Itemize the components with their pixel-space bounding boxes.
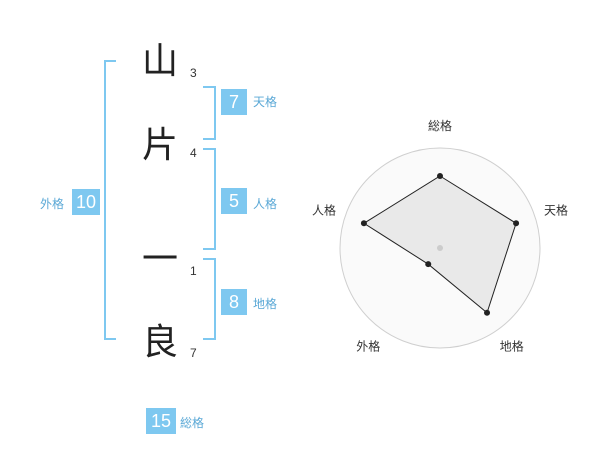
chikaku-bracket	[203, 258, 216, 340]
name-char-3: 一	[141, 239, 178, 280]
radar-axis-label-5: 人格	[312, 202, 336, 217]
name-char-1: 山	[141, 41, 178, 82]
stroke-count-4: 7	[190, 346, 197, 360]
radar-point-5	[360, 220, 367, 227]
stroke-count-2: 4	[190, 146, 197, 160]
radar-point-1	[437, 173, 443, 179]
radar-point-4	[425, 261, 432, 268]
gaikaku-value-badge: 10	[72, 189, 100, 215]
radar-axis-label-2: 天格	[544, 202, 568, 217]
tenkaku-bracket	[203, 86, 216, 140]
gaikaku-label: 外格	[40, 197, 65, 211]
radar-axis-label-4: 外格	[356, 339, 380, 354]
soukaku-value-badge: 15	[146, 408, 176, 434]
radar-axis-label-3: 地格	[500, 339, 524, 354]
tenkaku-value-badge: 7	[221, 89, 247, 115]
radar-series-polygon	[362, 175, 517, 314]
radar-center-dot	[437, 245, 443, 251]
tenkaku-label: 天格	[253, 95, 278, 109]
jinkaku-bracket	[203, 148, 216, 250]
stroke-count-3: 1	[190, 264, 197, 278]
name-char-4: 良	[141, 322, 178, 363]
radar-axis-label-1: 総格	[428, 118, 452, 133]
jinkaku-label: 人格	[253, 197, 278, 211]
soukaku-label: 総格	[180, 416, 205, 430]
name-char-2: 片	[141, 125, 178, 166]
radar-point-2	[513, 220, 520, 227]
gaikaku-bracket	[104, 60, 116, 340]
radar-point-3	[484, 309, 491, 316]
chikaku-value-badge: 8	[221, 289, 247, 315]
jinkaku-value-badge: 5	[221, 188, 247, 214]
stroke-count-1: 3	[190, 66, 197, 80]
chikaku-label: 地格	[253, 297, 278, 311]
